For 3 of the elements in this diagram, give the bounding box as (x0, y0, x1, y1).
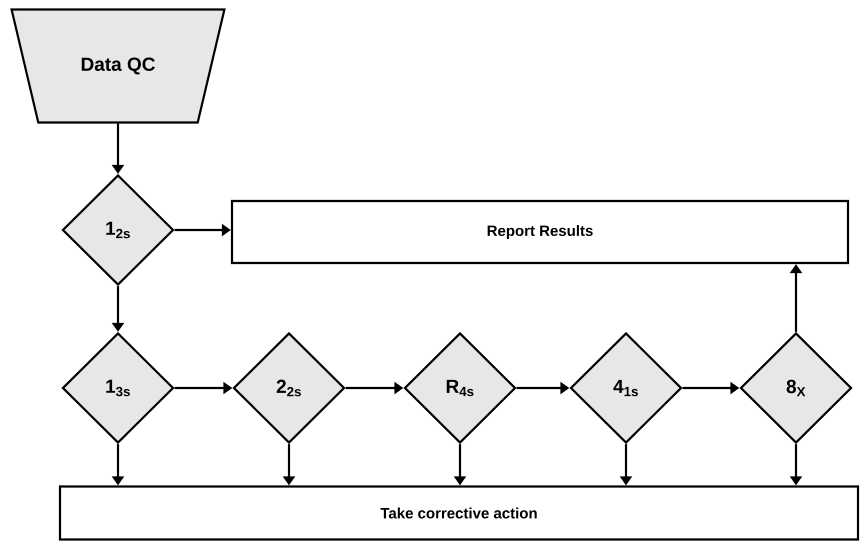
data-trapezoid: Data QC (10, 8, 226, 124)
process-box: Take corrective action (58, 485, 860, 541)
process-box: Report Results (230, 200, 850, 264)
